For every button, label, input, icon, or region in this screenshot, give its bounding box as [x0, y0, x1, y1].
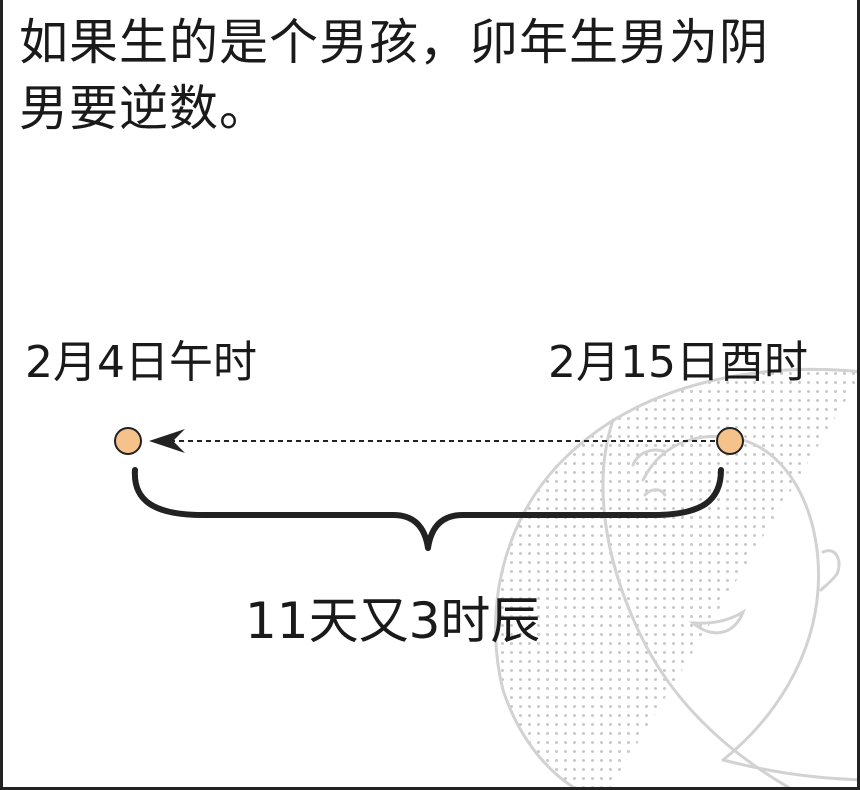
start-date-label: 2月4日午时	[25, 337, 257, 388]
start-point-dot	[114, 427, 142, 455]
cartoon-character-illustration	[494, 367, 857, 787]
end-date-label: 2月15日酉时	[548, 337, 808, 388]
diagram-canvas	[114, 367, 857, 787]
end-point-dot	[716, 427, 744, 455]
caption-line-2: 男要逆数。	[19, 80, 270, 137]
curly-brace	[131, 467, 724, 551]
caption-line-1: 如果生的是个男孩，卯年生男为阴	[19, 14, 770, 71]
duration-label: 11天又3时辰	[245, 592, 541, 650]
arrowhead-left-icon	[149, 429, 185, 453]
caption-text: 如果生的是个男孩，卯年生男为阴 男要逆数。	[19, 10, 849, 142]
